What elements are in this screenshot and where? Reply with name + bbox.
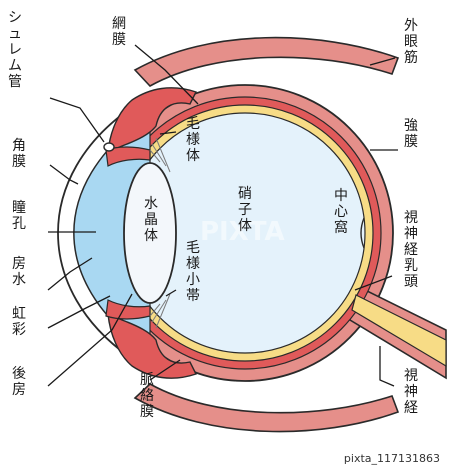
ciliary-body-bottom	[107, 312, 197, 379]
label-pupil: 瞳孔	[12, 199, 26, 232]
schlemm-canal	[103, 142, 115, 152]
lens	[123, 162, 177, 304]
label-posterior-chamber: 後房	[12, 366, 26, 398]
label-cornea: 角膜	[12, 138, 26, 170]
ciliary-zonules	[149, 137, 171, 329]
label-iris: 虹彩	[12, 306, 26, 338]
label-sclera: 強膜	[404, 118, 418, 150]
watermark: PIXTA	[200, 217, 285, 247]
label-ciliary-body: 毛様体	[186, 116, 200, 164]
label-aqueous: 房水	[12, 256, 26, 288]
labels: シュレム管 網膜 外眼筋 毛様体 角膜 強膜 水晶体 硝子体 中心窩 瞳孔 房水…	[8, 10, 418, 420]
label-extraocular-muscle: 外眼筋	[404, 18, 418, 66]
label-choroid: 脈絡膜	[140, 372, 154, 420]
fovea	[360, 217, 365, 249]
iris-bottom	[105, 299, 151, 320]
leader-lines	[47, 44, 398, 387]
extraocular-muscle-top	[133, 36, 400, 88]
optic-nerve	[351, 294, 447, 368]
label-lens: 水晶体	[144, 196, 158, 244]
label-retina: 網膜	[112, 16, 126, 48]
label-optic-nerve: 視神経	[404, 368, 418, 416]
label-optic-disc: 視神経乳頭	[404, 210, 418, 290]
label-schlemm-canal: シュレム管	[8, 10, 22, 90]
image-id: pixta_117131863	[344, 452, 440, 465]
label-fovea: 中心窩	[334, 188, 348, 236]
label-zonule: 毛様小帯	[186, 240, 200, 304]
iris-top	[105, 146, 151, 167]
label-vitreous: 硝子体	[238, 186, 252, 234]
ciliary-body-top	[107, 87, 197, 154]
extraocular-muscle-bottom	[133, 383, 400, 433]
